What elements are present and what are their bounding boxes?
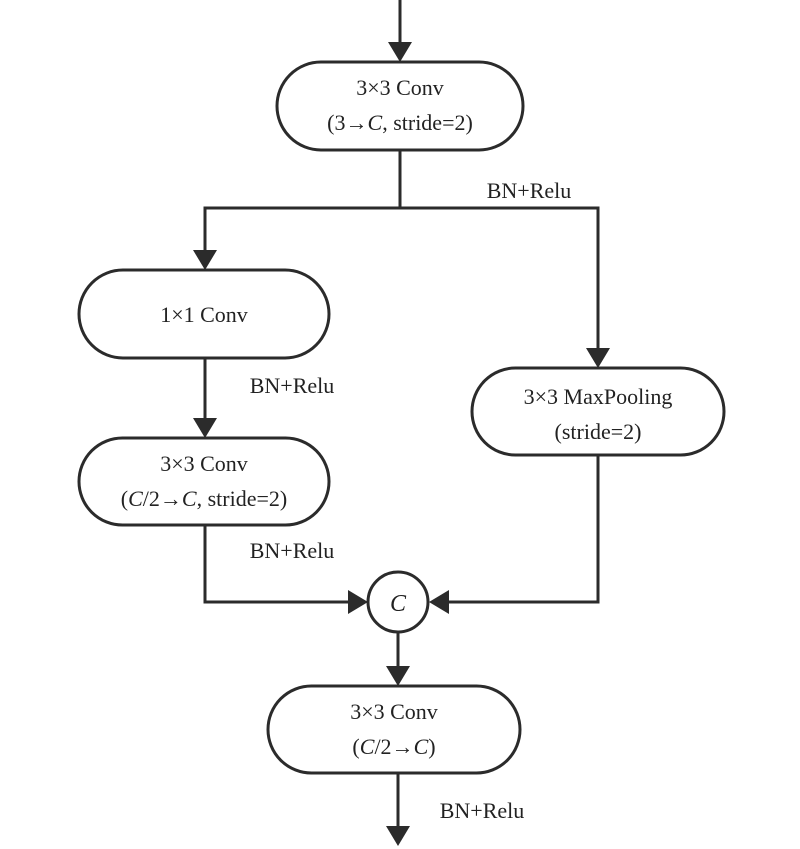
stem-conv-title: 3×3 Conv xyxy=(356,75,444,100)
maxpool-title: 3×3 MaxPooling xyxy=(524,384,673,409)
split-line xyxy=(203,206,600,350)
conv3x3-arrowhead xyxy=(193,418,217,438)
output-arrowhead xyxy=(386,826,410,846)
conv-3x3-down-params: (C/2→C, stride=2) xyxy=(121,486,287,511)
concat-symbol: C xyxy=(390,591,407,617)
bn-relu-label-out: BN+Relu xyxy=(440,798,525,823)
right-branch-to-concat-line xyxy=(447,455,600,604)
concat-right-arrowhead xyxy=(429,590,449,614)
conv-1x1-title: 1×1 Conv xyxy=(160,302,248,327)
left-branch-arrowhead xyxy=(193,250,217,270)
concat-left-arrowhead xyxy=(348,590,368,614)
fuse-arrowhead xyxy=(386,666,410,686)
bn-relu-label-3x3: BN+Relu xyxy=(250,538,335,563)
conv-3x3-down-node: 3×3 Conv (C/2→C, stride=2) xyxy=(77,436,331,527)
stem-conv-params: (3→C, stride=2) xyxy=(327,110,473,135)
bn-relu-label-stem: BN+Relu xyxy=(487,178,572,203)
maxpool-params: (stride=2) xyxy=(555,419,642,444)
conv-1x1-node: 1×1 Conv xyxy=(77,268,331,360)
conv-3x3-down-title: 3×3 Conv xyxy=(160,451,248,476)
fuse-conv-title: 3×3 Conv xyxy=(350,699,438,724)
left-branch-to-concat-line xyxy=(203,525,350,604)
fuse-conv-node: 3×3 Conv (C/2→C) xyxy=(266,684,522,775)
right-branch-arrowhead xyxy=(586,348,610,368)
bn-relu-label-1x1: BN+Relu xyxy=(250,373,335,398)
fuse-conv-params: (C/2→C) xyxy=(352,734,435,759)
concat-node: C xyxy=(366,570,430,634)
input-arrowhead xyxy=(388,42,412,62)
stem-conv-node: 3×3 Conv (3→C, stride=2) xyxy=(275,60,525,152)
maxpool-node: 3×3 MaxPooling (stride=2) xyxy=(470,366,726,457)
